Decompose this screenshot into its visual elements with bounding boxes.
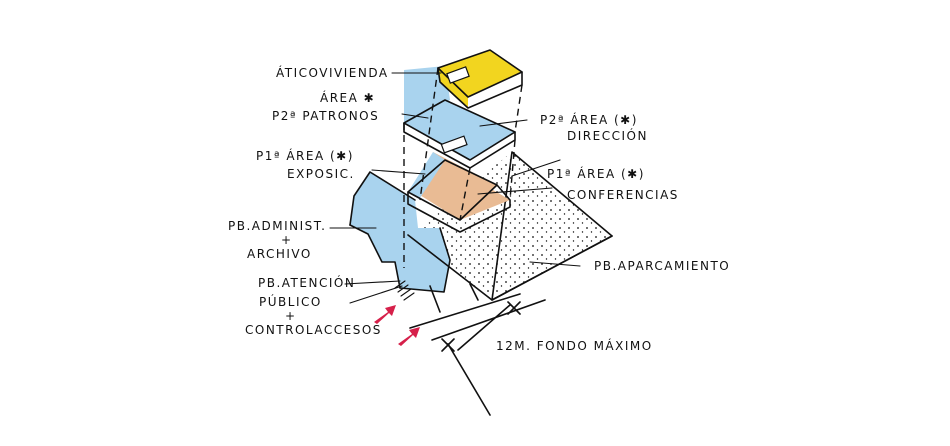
p2-floor xyxy=(404,100,515,160)
label-pb-admin-2: + xyxy=(281,233,293,247)
label-atico: ÁTICOVIVIENDA xyxy=(276,65,389,80)
label-area-patronos-1: ÁREA ✱ xyxy=(320,90,375,105)
label-dimension: 12m. FONDO MÁXIMO xyxy=(496,338,653,353)
p1-conferencias-lower xyxy=(420,187,510,220)
label-area-exposic-1: P1ª ÁREA (✱) xyxy=(256,148,354,163)
p2-patronos-wall xyxy=(404,66,450,123)
attic-roof xyxy=(438,50,522,97)
label-area-direccion-2: DIRECCIÓN xyxy=(567,128,648,143)
label-pb-atencion-4: CONTROLACCESOS xyxy=(245,323,382,337)
label-pb-atencion-1: PB.ATENCIÓN xyxy=(258,275,355,290)
access-steps xyxy=(394,280,415,301)
label-pb-admin-3: ARCHIVO xyxy=(247,247,312,261)
label-pb-atencion-3: + xyxy=(285,309,297,323)
label-pb-aparcamiento: PB.APARCAMIENTO xyxy=(594,259,730,273)
dimension-line xyxy=(409,283,546,416)
label-area-conferencias-1: P1ª ÁREA (✱) xyxy=(547,166,645,181)
x-mark-icon xyxy=(441,338,455,352)
attic-front xyxy=(438,68,468,108)
ground-floor-attention-block xyxy=(405,228,445,292)
label-area-exposic-2: EXPOSIC. xyxy=(287,167,355,181)
label-pb-atencion-2: PÚBLICO xyxy=(259,294,322,309)
label-area-direccion-1: P2ª ÁREA (✱) xyxy=(540,112,638,127)
leader-lines xyxy=(329,72,581,304)
x-mark-icon xyxy=(507,301,521,315)
label-area-patronos-2: P2ª PATRONOS xyxy=(272,109,379,123)
red-arrow-icon xyxy=(374,305,396,324)
label-area-conferencias-2: CONFERENCIAS xyxy=(567,188,679,202)
label-pb-admin-1: PB.ADMINIST. xyxy=(228,219,326,233)
red-arrow-icon xyxy=(398,327,420,346)
